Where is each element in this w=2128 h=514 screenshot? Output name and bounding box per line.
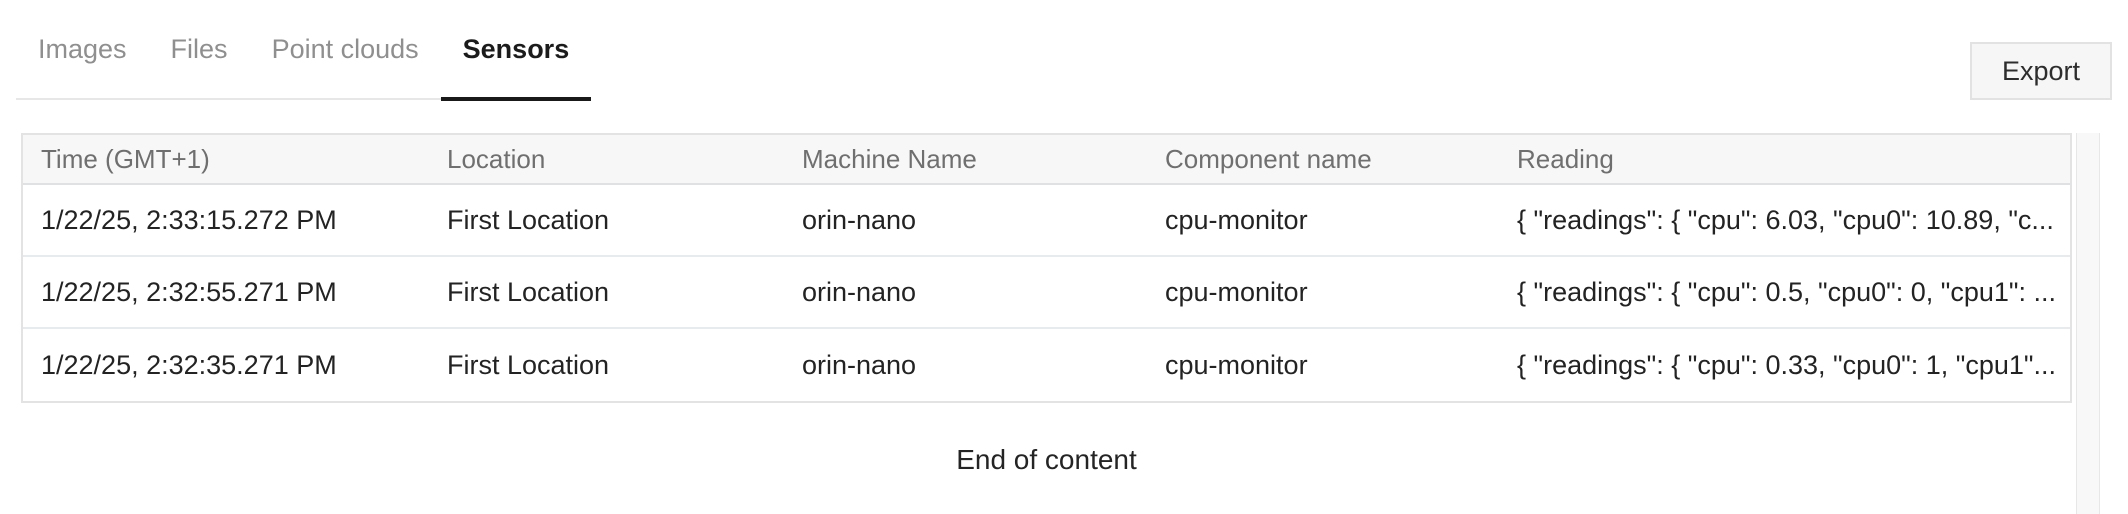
column-header-location: Location xyxy=(447,143,546,174)
end-of-content-message: End of content xyxy=(956,444,1137,475)
cell-reading: { "readings": { "cpu": 6.03, "cpu0": 10.… xyxy=(1517,204,2054,235)
cell-time: 1/22/25, 2:33:15.272 PM xyxy=(41,204,337,235)
cell-machine-name: orin-nano xyxy=(802,276,917,307)
tab-images[interactable]: Images xyxy=(16,0,149,101)
cell-component-name: cpu-monitor xyxy=(1165,276,1308,307)
cell-time: 1/22/25, 2:32:55.271 PM xyxy=(41,276,337,307)
cell-location: First Location xyxy=(447,204,610,235)
cell-machine-name: orin-nano xyxy=(802,349,917,380)
tab-point-clouds[interactable]: Point clouds xyxy=(250,0,441,101)
cell-component-name: cpu-monitor xyxy=(1165,204,1308,235)
table-header-row: Time (GMT+1) Location Machine Name Compo… xyxy=(23,135,2070,185)
column-header-machine-name: Machine Name xyxy=(802,143,977,174)
cell-component-name: cpu-monitor xyxy=(1165,349,1308,380)
column-header-component-name: Component name xyxy=(1165,143,1372,174)
data-type-tabbar: Images Files Point clouds Sensors xyxy=(16,0,592,101)
table-scrollbar-track[interactable] xyxy=(2076,133,2100,514)
cell-location: First Location xyxy=(447,349,610,380)
cell-reading: { "readings": { "cpu": 0.5, "cpu0": 0, "… xyxy=(1517,276,2056,307)
table-row[interactable]: 1/22/25, 2:33:15.272 PM First Location o… xyxy=(23,185,2070,257)
column-header-reading: Reading xyxy=(1517,143,1614,174)
table-row[interactable]: 1/22/25, 2:32:55.271 PM First Location o… xyxy=(23,257,2070,329)
tab-sensors[interactable]: Sensors xyxy=(440,0,592,101)
cell-reading: { "readings": { "cpu": 0.33, "cpu0": 1, … xyxy=(1517,349,2056,380)
tab-files[interactable]: Files xyxy=(149,0,250,101)
export-button[interactable]: Export xyxy=(1969,42,2112,100)
cell-machine-name: orin-nano xyxy=(802,204,917,235)
cell-location: First Location xyxy=(447,276,610,307)
table-row[interactable]: 1/22/25, 2:32:35.271 PM First Location o… xyxy=(23,329,2070,401)
column-header-time: Time (GMT+1) xyxy=(41,143,210,174)
sensor-readings-table: Time (GMT+1) Location Machine Name Compo… xyxy=(21,133,2072,403)
cell-time: 1/22/25, 2:32:35.271 PM xyxy=(41,349,337,380)
